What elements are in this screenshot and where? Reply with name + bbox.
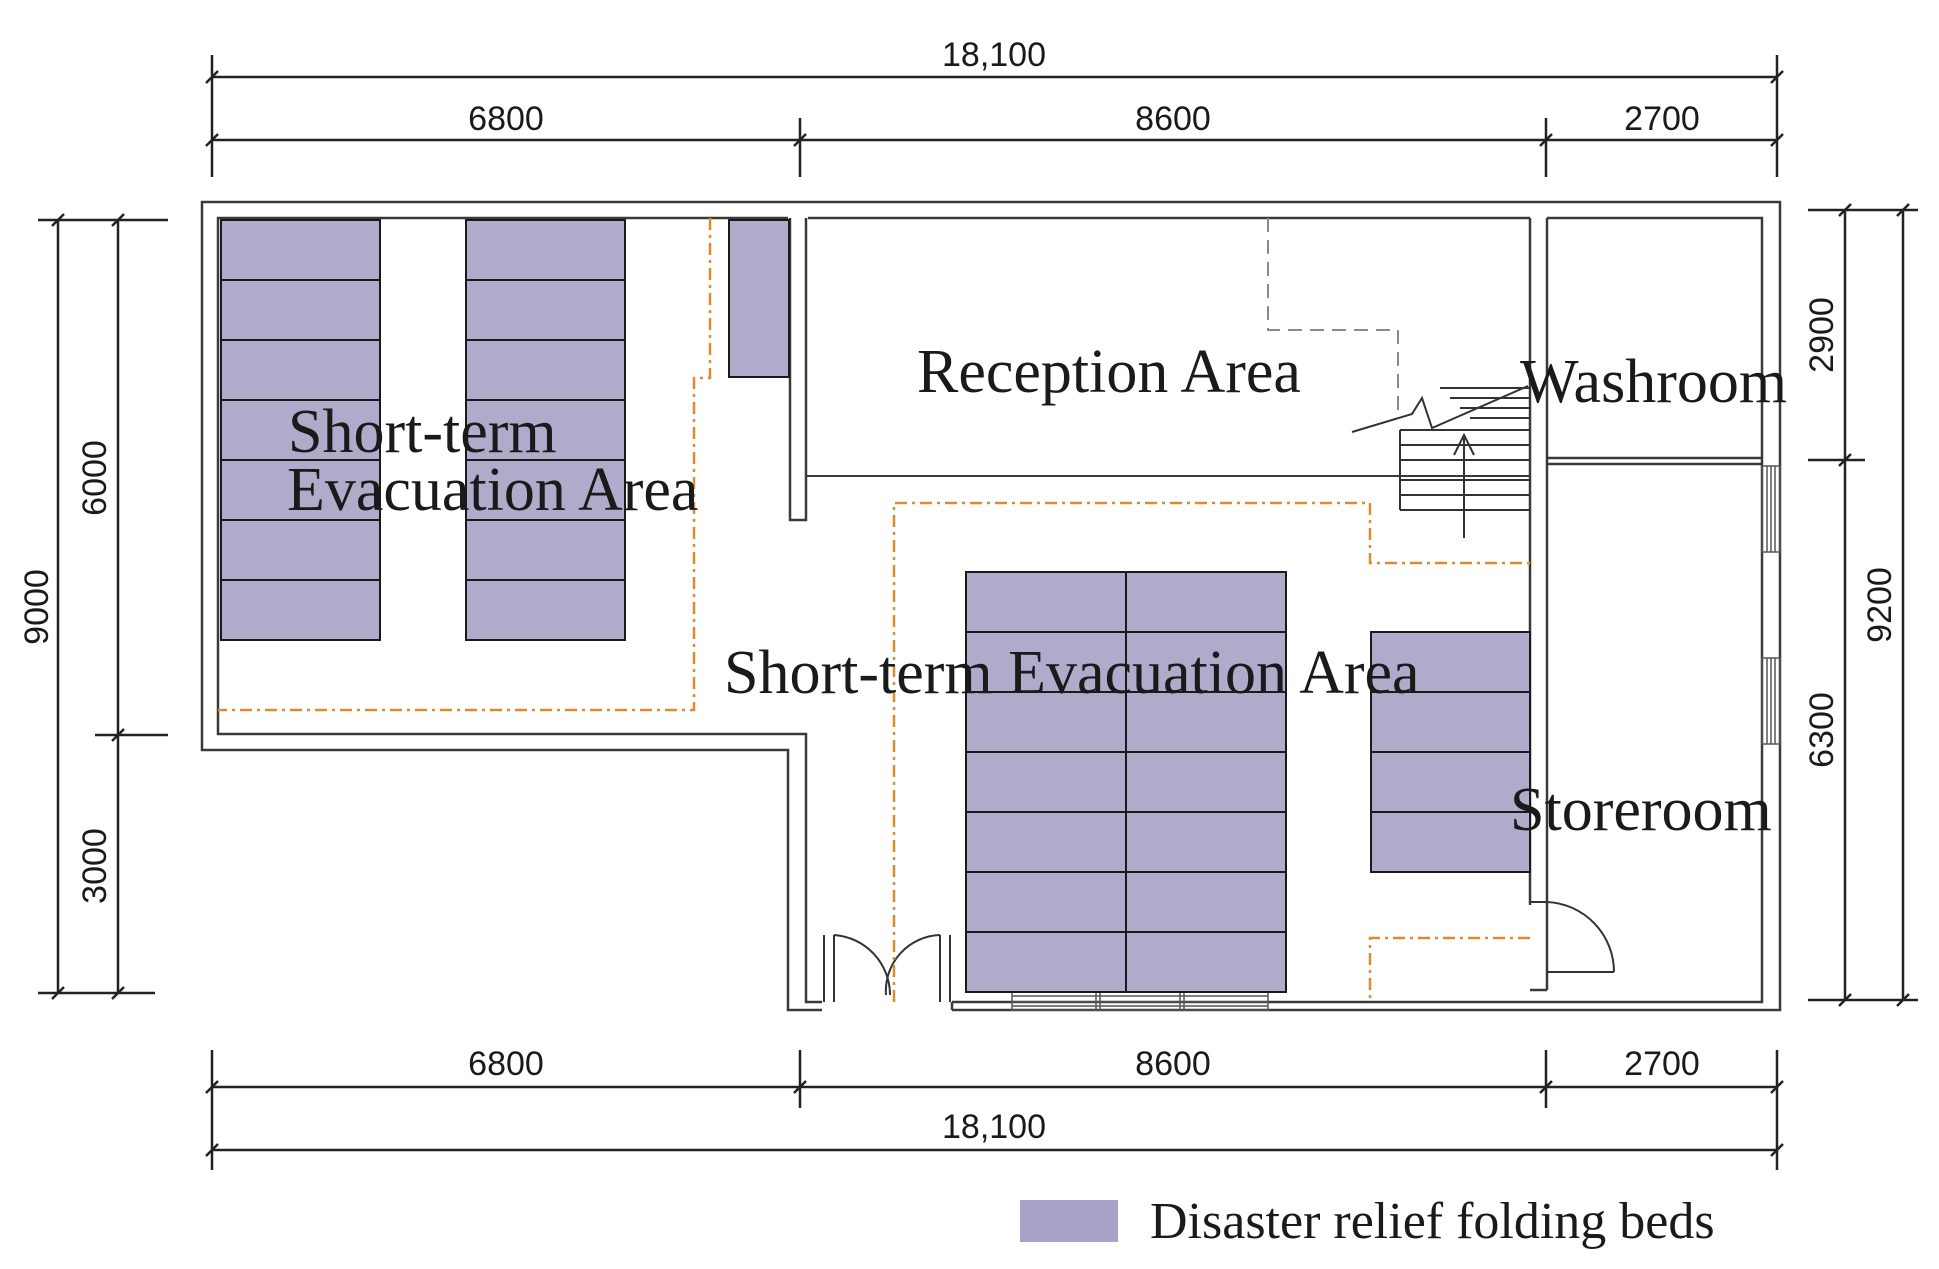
left-zone-border bbox=[218, 218, 712, 712]
room-label-reception: Reception Area bbox=[917, 338, 1301, 406]
bed bbox=[220, 279, 381, 341]
bed bbox=[1370, 631, 1531, 693]
bed bbox=[465, 339, 626, 401]
bed bbox=[1125, 571, 1287, 633]
folding-beds bbox=[220, 219, 1531, 993]
bed bbox=[965, 691, 1127, 753]
bed bbox=[1125, 931, 1287, 993]
bed bbox=[465, 399, 626, 461]
bed bbox=[728, 219, 790, 378]
bed bbox=[220, 579, 381, 641]
room-label-washroom: Washroom bbox=[1520, 348, 1787, 416]
room-label-storeroom: Storeroom bbox=[1510, 776, 1772, 844]
room-label-short-term-left-line1: Short-term bbox=[288, 398, 557, 466]
bed bbox=[465, 519, 626, 581]
room-label-short-term-left-line2: Evacuation Area bbox=[287, 456, 698, 524]
legend: Disaster relief folding beds bbox=[1020, 1193, 1715, 1250]
bottom-dimensions bbox=[205, 1050, 1784, 1170]
outer-wall-inner-left bbox=[216, 216, 822, 1004]
right-dimension-upper: 2900 bbox=[1803, 297, 1841, 373]
left-dimension-upper: 6000 bbox=[76, 440, 114, 516]
evacuation-zone-borders bbox=[218, 218, 1530, 1002]
bed bbox=[1370, 751, 1531, 813]
bed bbox=[965, 811, 1127, 873]
storeroom-door bbox=[1530, 901, 1616, 973]
bed bbox=[965, 571, 1127, 633]
bed bbox=[465, 279, 626, 341]
center-zone-border-top bbox=[892, 501, 1530, 1002]
legend-swatch bbox=[1020, 1200, 1118, 1242]
left-dimension-lower: 3000 bbox=[76, 828, 114, 904]
bed bbox=[465, 219, 626, 281]
bed bbox=[1370, 691, 1531, 753]
bottom-total-dimension: 18,100 bbox=[942, 1108, 1046, 1146]
bed bbox=[220, 339, 381, 401]
bed bbox=[220, 219, 381, 281]
bed bbox=[1370, 811, 1531, 873]
outer-wall-inner-right bbox=[952, 216, 1764, 1004]
bottom-dimension-middle: 8600 bbox=[1135, 1045, 1211, 1083]
bed bbox=[465, 459, 626, 521]
walls bbox=[200, 200, 1782, 1012]
bottom-dimension-right: 2700 bbox=[1624, 1045, 1700, 1083]
bed bbox=[965, 751, 1127, 813]
partition-left-mid bbox=[788, 218, 808, 522]
bed bbox=[220, 459, 381, 521]
bed bbox=[965, 931, 1127, 993]
bed bbox=[1125, 811, 1287, 873]
top-dimension-right: 2700 bbox=[1624, 100, 1700, 138]
entrance-door bbox=[823, 934, 951, 1002]
bed bbox=[1125, 751, 1287, 813]
center-zone-border-bottom bbox=[1368, 936, 1530, 1000]
legend-label: Disaster relief folding beds bbox=[1150, 1193, 1715, 1250]
top-dimension-middle: 8600 bbox=[1135, 100, 1211, 138]
left-dimensions bbox=[38, 213, 168, 1000]
left-total-dimension: 9000 bbox=[18, 569, 56, 645]
outer-wall-outer-line bbox=[200, 200, 1782, 1012]
bed bbox=[965, 631, 1127, 693]
bed bbox=[965, 871, 1127, 933]
staircase bbox=[1351, 385, 1530, 538]
right-windows bbox=[1761, 465, 1781, 745]
bed bbox=[1125, 871, 1287, 933]
bed bbox=[220, 519, 381, 581]
bed bbox=[465, 579, 626, 641]
reception-dashed-outline bbox=[1267, 218, 1399, 410]
room-label-short-term-center: Short-term Evacuation Area bbox=[724, 639, 1420, 707]
top-total-dimension: 18,100 bbox=[942, 36, 1046, 74]
bed bbox=[220, 399, 381, 461]
top-dimension-left: 6800 bbox=[468, 100, 544, 138]
right-dimensions bbox=[1808, 203, 1918, 1007]
right-total-dimension: 9200 bbox=[1861, 567, 1899, 643]
top-dimensions bbox=[205, 55, 1784, 177]
bed bbox=[1125, 691, 1287, 753]
bottom-dimension-left: 6800 bbox=[468, 1045, 544, 1083]
right-dimension-lower: 6300 bbox=[1803, 692, 1841, 768]
